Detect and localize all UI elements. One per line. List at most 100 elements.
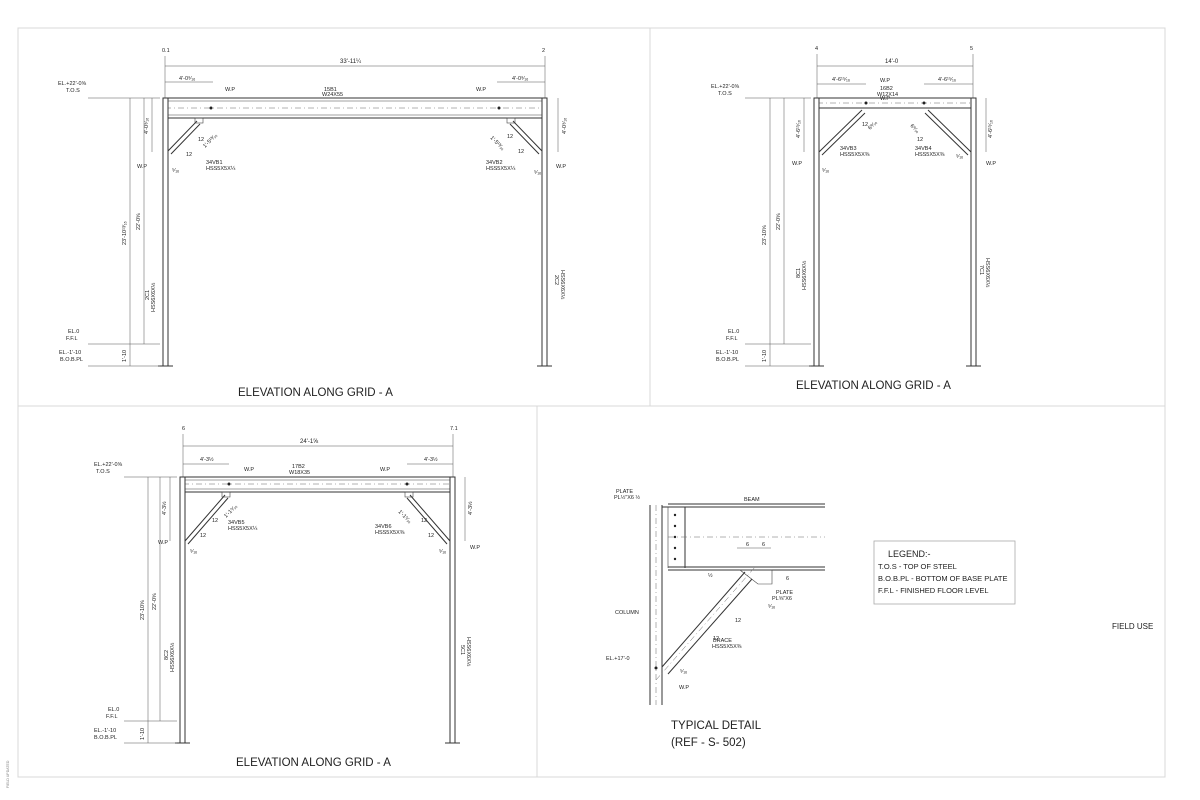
panel-borders bbox=[17, 27, 1166, 778]
brace-len-right: 1'-1⁵⁄₁₆ bbox=[397, 508, 413, 524]
h-total: 23'-10¹³⁄₁₆ bbox=[122, 221, 128, 245]
work-point-marker bbox=[654, 666, 658, 670]
brace-34vb2-edge bbox=[509, 123, 540, 155]
h-total: 23'-10⅝ bbox=[762, 225, 768, 245]
grid-label-left: 6 bbox=[182, 426, 185, 432]
ffl: F.F.L bbox=[106, 714, 118, 720]
detail-tick: ½ bbox=[708, 572, 713, 579]
beam-size: W12X14 bbox=[877, 92, 898, 98]
detail-brace-label: BRACE bbox=[713, 638, 732, 644]
wp-top-right: W.P bbox=[380, 467, 390, 473]
legend-item: F.F.L - FINISHED FLOOR LEVEL bbox=[878, 586, 989, 595]
col-right-mark: 7C1 bbox=[978, 265, 984, 275]
wp-top-right: W.P bbox=[476, 87, 486, 93]
col-right-mark: 5C1 bbox=[459, 645, 465, 655]
brace-len-right: 6⁹⁄₁₆ bbox=[909, 122, 921, 134]
grid-label-left: 0.1 bbox=[162, 48, 170, 54]
wp-right: W.P bbox=[986, 161, 996, 167]
wp-left: W.P bbox=[792, 161, 802, 167]
slope-left: 12 bbox=[212, 518, 218, 524]
legend-box bbox=[873, 540, 1016, 605]
bolt bbox=[673, 524, 677, 528]
detail-plate-mid-label: PLATE bbox=[776, 590, 793, 596]
field-use-label: FIELD USE bbox=[1112, 622, 1153, 631]
brace-mark-left: 34VB5 bbox=[228, 520, 245, 526]
brace-len-left: 1'-1⁵⁄₁₆ bbox=[222, 503, 238, 519]
col-left-mark: 8C1 bbox=[796, 268, 802, 278]
legend-item: T.O.S - TOP OF STEEL bbox=[878, 562, 957, 571]
slope-right-2: 12 bbox=[428, 533, 434, 539]
brace-34vb4 bbox=[927, 109, 972, 153]
legend-heading: LEGEND:- bbox=[888, 549, 931, 559]
wp-right: W.P bbox=[470, 545, 480, 551]
elevation-title: ELEVATION ALONG GRID - A bbox=[796, 380, 951, 392]
typical-detail: 6 6 6 PLATE PL½"X6 ½ BEAM COLUMN EL.+17'… bbox=[606, 489, 825, 749]
ffl: F.F.L bbox=[726, 336, 738, 342]
ffl: F.F.L bbox=[66, 336, 78, 342]
detail-dim-b: 6 bbox=[762, 542, 765, 548]
detail-plate-mid-size: PL⅝"X6 bbox=[772, 596, 792, 602]
span-dim: 14'-0 bbox=[885, 59, 899, 65]
grid-label-right: 5 bbox=[970, 46, 973, 52]
legend-item: B.O.B.PL - BOTTOM OF BASE PLATE bbox=[878, 574, 1007, 583]
brace-34vb5-edge bbox=[187, 497, 229, 545]
brace-len-left: 6⁹⁄₁₆ bbox=[866, 119, 878, 131]
h-upper: 22'-0⅝ bbox=[776, 213, 782, 230]
brace-size-left: HSS5X5X¼ bbox=[206, 166, 236, 172]
wp-top-left: W.P bbox=[244, 467, 254, 473]
detail-column-label: COLUMN bbox=[615, 610, 639, 616]
wp-top-left: W.P bbox=[880, 78, 890, 84]
detail-ref: (REF - S- 502) bbox=[671, 737, 746, 749]
grid-label-right: 2 bbox=[542, 48, 545, 54]
vert-dim-left: 4'-0⁹⁄₁₆ bbox=[143, 118, 150, 134]
beam-mark: 15B1 bbox=[324, 87, 337, 93]
slope-left: 12 bbox=[862, 122, 868, 128]
brace-34vb1 bbox=[167, 120, 198, 152]
detail-plate-top-label: PLATE bbox=[616, 489, 633, 495]
bobpl: B.O.B.PL bbox=[716, 357, 739, 363]
detail-brace-edge bbox=[667, 578, 753, 675]
bobpl: B.O.B.PL bbox=[60, 357, 83, 363]
knee-dim-left: 4'-0⁹⁄₁₆ bbox=[179, 75, 195, 82]
col-left-size: HSS6X6X½ bbox=[801, 260, 808, 290]
wp-left: W.P bbox=[158, 540, 168, 546]
bolt bbox=[673, 557, 677, 561]
el-top: EL.+22'-0⅝ bbox=[94, 462, 123, 468]
elevation-panel-3: 6 7.1 24'-1⅝ 4'-3½ 4'-3½ W.P W.P 17B2 W1… bbox=[94, 426, 480, 769]
span-dim: 33'-11¼ bbox=[340, 59, 362, 65]
weld-right: ⁵⁄₁₆ bbox=[534, 169, 541, 176]
col-right-size: HSS6X6X½ bbox=[465, 637, 472, 667]
work-point-marker bbox=[497, 106, 501, 110]
slope-left-2: 12 bbox=[186, 152, 192, 158]
el-bobpl: EL.-1'-10 bbox=[59, 350, 81, 356]
wp-right: W.P bbox=[556, 164, 566, 170]
brace-size-right: HSS5X5X⅜ bbox=[375, 530, 405, 536]
knee-dim-right: 4'-0⁹⁄₁₆ bbox=[512, 75, 528, 82]
knee-dim-left: 4'-6¹⁵⁄₁₆ bbox=[832, 76, 850, 83]
column-right bbox=[541, 97, 548, 367]
vert-dim-left: 4'-3½ bbox=[161, 501, 168, 515]
detail-dim-c: 6 bbox=[786, 576, 789, 582]
detail-weld-a: ⁵⁄₁₆ bbox=[768, 603, 775, 610]
beam-size: W18X35 bbox=[289, 470, 310, 476]
gusset-left bbox=[194, 117, 204, 124]
tos: T.O.S bbox=[718, 91, 732, 97]
el-ffl: EL.0 bbox=[728, 329, 739, 335]
vert-dim-right: 4'-3½ bbox=[467, 501, 474, 515]
beam-size: W24X55 bbox=[322, 92, 343, 98]
h-upper: 22'-0⅝ bbox=[136, 213, 142, 230]
brace-34vb3 bbox=[818, 109, 863, 153]
tos: T.O.S bbox=[96, 469, 110, 475]
slope-right: 12 bbox=[507, 134, 513, 140]
brace-mark-right: 34VB4 bbox=[915, 146, 932, 152]
work-point-marker bbox=[922, 101, 926, 105]
el-ffl: EL.0 bbox=[108, 707, 119, 713]
bobpl: B.O.B.PL bbox=[94, 735, 117, 741]
col-left-mark: 8C2 bbox=[164, 650, 170, 660]
work-point-marker bbox=[227, 482, 231, 486]
col-left-size: HSS6X6X½ bbox=[150, 282, 157, 312]
sheet-border bbox=[17, 27, 1166, 778]
wp-left: W.P bbox=[137, 164, 147, 170]
col-left-mark: 2C1 bbox=[145, 290, 151, 300]
vert-dim-right: 4'-6¹⁵⁄₁₆ bbox=[987, 120, 994, 138]
